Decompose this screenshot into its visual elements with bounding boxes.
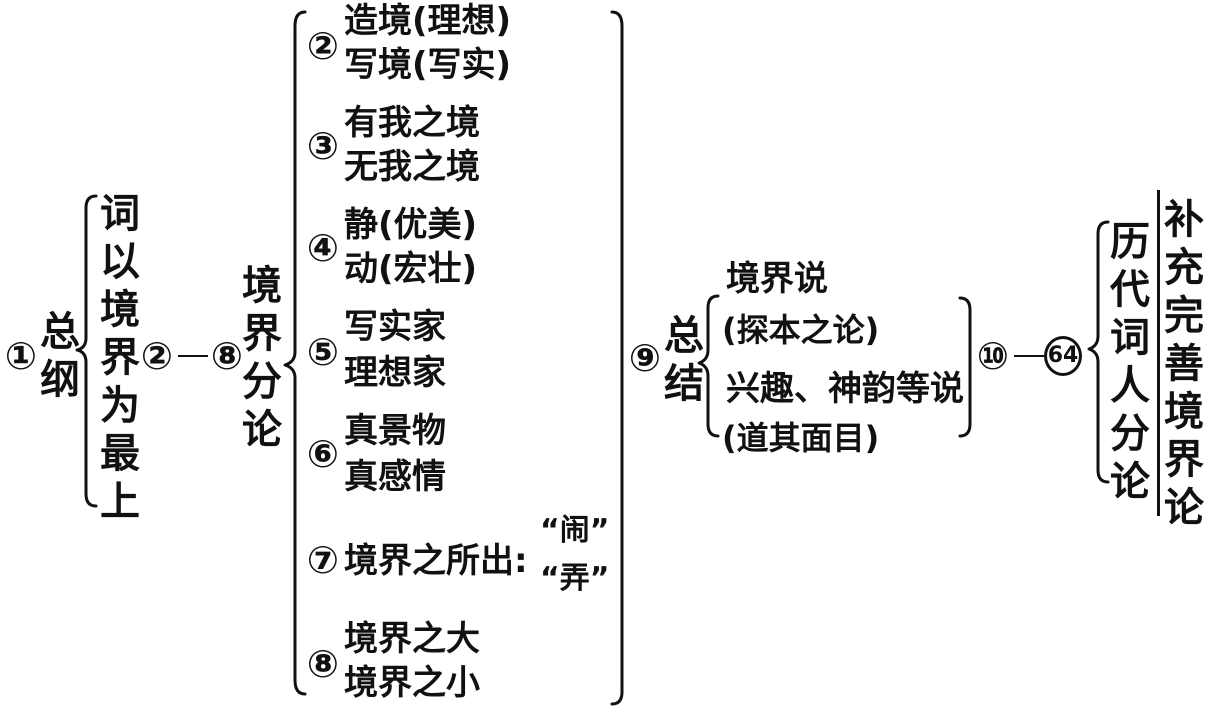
- lidai-char-3: 词: [1110, 315, 1150, 361]
- item-char-4: 界: [100, 335, 140, 381]
- item-char-3: 境: [100, 287, 140, 333]
- fenlun-char-4: 论: [242, 407, 282, 453]
- zongjie-item-1-sub: (探本之论): [722, 311, 880, 349]
- separator-bar: [1157, 190, 1160, 516]
- fenlun-char-1: 境: [242, 263, 282, 309]
- zonggang-char-1: 总: [40, 309, 80, 355]
- ci-yi-jingjie-column: 词 以 境 界 为 最 上: [98, 190, 142, 526]
- group-4-number: ④: [306, 226, 340, 270]
- lidai-char-5: 分: [1110, 411, 1150, 457]
- zongjie-item-2-main: 兴趣、神韵等说: [726, 369, 964, 409]
- group-2-number: ②: [306, 24, 340, 68]
- zongjie-label: 总 结: [662, 312, 706, 408]
- group-5-number: ⑤: [306, 330, 340, 374]
- item-char-5: 为: [100, 383, 140, 429]
- buchong-char-3: 完: [1164, 293, 1204, 339]
- buchong-char-4: 善: [1164, 341, 1204, 387]
- buchong-char-1: 补: [1164, 197, 1204, 243]
- range-b-dash: [1014, 355, 1044, 357]
- lidai-char-6: 论: [1110, 459, 1150, 505]
- group-7-number: ⑦: [306, 538, 340, 582]
- group-4-line-1: 静(优美): [344, 205, 478, 245]
- group-8-number: ⑧: [306, 642, 340, 686]
- group-3-number: ③: [306, 124, 340, 168]
- group-7-quote-2: “弄”: [540, 561, 610, 596]
- group-7-lead: 境界之所出:: [344, 541, 528, 581]
- zongjie-item-2-sub: (道其面目): [722, 419, 880, 457]
- fenlun-char-3: 分: [242, 359, 282, 405]
- brace-fenlun: [283, 10, 307, 696]
- bracket-fenlun-close: [610, 10, 624, 706]
- item-char-6: 最: [100, 431, 140, 477]
- item-char-1: 词: [100, 191, 140, 237]
- circled-number-9: ⑨: [628, 336, 662, 380]
- buchong-char-7: 论: [1164, 485, 1204, 531]
- group-6-number: ⑥: [306, 432, 340, 476]
- zongjie-char-2: 结: [664, 361, 704, 407]
- group-8-line-2: 境界之小: [344, 663, 480, 703]
- buchong-char-2: 充: [1164, 245, 1204, 291]
- buchong-char-5: 境: [1164, 389, 1204, 435]
- lidai-char-1: 历: [1110, 219, 1150, 265]
- group-4-line-2: 动(宏壮): [344, 249, 478, 289]
- item-char-2: 以: [100, 239, 140, 285]
- group-5-line-2: 理想家: [344, 353, 446, 393]
- zonggang-label: 总 纲: [38, 308, 82, 404]
- brace-lidai: [1087, 220, 1110, 484]
- group-2-line-1: 造境(理想): [344, 1, 512, 41]
- group-5-line-1: 写实家: [344, 307, 446, 347]
- group-3-line-1: 有我之境: [344, 103, 480, 143]
- buchong-char-6: 界: [1164, 437, 1204, 483]
- bracket-zongjie-close: [958, 296, 972, 438]
- zonggang-char-2: 纲: [40, 357, 80, 403]
- item-char-7: 上: [100, 479, 140, 525]
- group-2-line-2: 写境(写实): [344, 45, 512, 85]
- lidai-char-2: 代: [1110, 267, 1150, 313]
- lidai-char-4: 人: [1110, 363, 1150, 409]
- group-7-quote-1: “闹”: [540, 513, 610, 548]
- zongjie-char-1: 总: [664, 313, 704, 359]
- range-b-to: 64: [1044, 336, 1082, 376]
- group-3-line-2: 无我之境: [344, 147, 480, 187]
- fenlun-char-2: 界: [242, 311, 282, 357]
- group-6-line-2: 真感情: [344, 457, 446, 497]
- buchong-column: 补 充 完 善 境 界 论: [1162, 196, 1206, 532]
- circled-number-1: ①: [4, 334, 38, 378]
- range-a-dash: [178, 355, 208, 357]
- group-6-line-1: 真景物: [344, 411, 446, 451]
- range-b-from: ⑩: [976, 334, 1010, 378]
- range-a-to: ⑧: [210, 334, 244, 378]
- group-8-line-1: 境界之大: [344, 619, 480, 659]
- lidai-column: 历 代 词 人 分 论: [1108, 218, 1152, 506]
- zongjie-item-1-main: 境界说: [726, 259, 828, 299]
- range-a-from: ②: [140, 334, 174, 378]
- fenlun-label: 境 界 分 论: [240, 262, 284, 454]
